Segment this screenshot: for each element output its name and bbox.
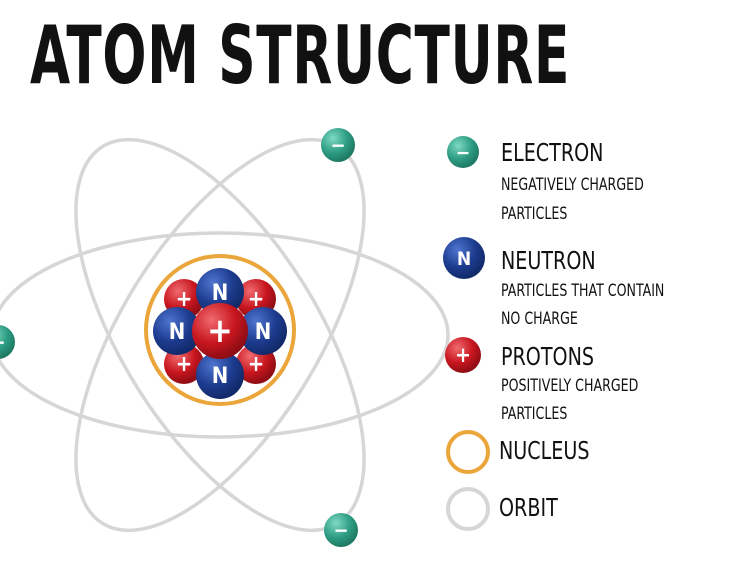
- legend-desc-electron: NEGATIVELY CHARGED: [501, 175, 644, 194]
- legend-desc-protons-2: PARTICLES: [501, 404, 568, 423]
- svg-text:−: −: [456, 142, 470, 164]
- svg-text:N: N: [212, 281, 229, 306]
- nucleus: + + + + N N N N +: [144, 254, 296, 406]
- legend-desc-neutron: PARTICLES THAT CONTAIN: [501, 281, 665, 300]
- svg-text:N: N: [169, 320, 186, 345]
- svg-text:−: −: [333, 518, 348, 542]
- legend-name-electron: ELECTRON: [501, 138, 604, 167]
- proton-particle: +: [192, 303, 248, 359]
- electrons: − − −: [0, 128, 358, 547]
- proton-icon: +: [445, 337, 481, 373]
- svg-text:−: −: [0, 330, 6, 354]
- svg-text:N: N: [457, 248, 471, 270]
- legend-desc-protons: POSITIVELY CHARGED: [501, 376, 639, 395]
- legend-name-protons: PROTONS: [501, 342, 595, 371]
- svg-text:+: +: [176, 352, 193, 377]
- orbit-ring-icon: [446, 487, 490, 531]
- legend-name-orbit: ORBIT: [499, 493, 558, 522]
- svg-text:−: −: [330, 133, 345, 157]
- svg-text:N: N: [255, 320, 272, 345]
- legend-name-neutron: NEUTRON: [501, 246, 596, 275]
- orbit-horizontal: [0, 231, 450, 439]
- svg-text:+: +: [207, 311, 233, 351]
- electron-particle: −: [321, 128, 355, 162]
- neutron-particle: N: [196, 268, 244, 316]
- svg-text:N: N: [212, 364, 229, 389]
- legend-name-nucleus: NUCLEUS: [499, 436, 590, 465]
- electron-icon: −: [447, 136, 479, 168]
- electron-particle: −: [324, 513, 358, 547]
- neutron-icon: N: [443, 237, 485, 279]
- svg-text:+: +: [176, 287, 193, 312]
- neutron-particle: N: [196, 351, 244, 399]
- nucleus-ring-icon: [446, 430, 490, 474]
- electron-particle: −: [0, 325, 15, 359]
- neutron-particle: N: [239, 307, 287, 355]
- svg-text:+: +: [248, 352, 265, 377]
- neutron-particle: N: [153, 307, 201, 355]
- svg-text:+: +: [248, 287, 265, 312]
- page-title: ATOM STRUCTURE: [30, 9, 571, 102]
- legend-desc-electron-2: PARTICLES: [501, 204, 568, 223]
- svg-text:+: +: [455, 343, 471, 367]
- legend-desc-neutron-2: NO CHARGE: [501, 309, 578, 328]
